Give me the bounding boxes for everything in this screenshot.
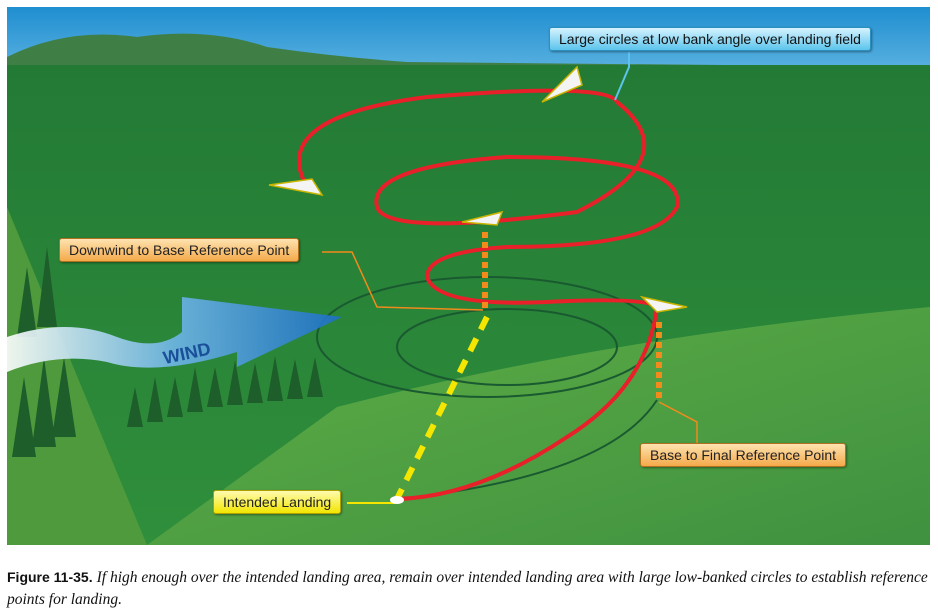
- label-base-to-final: Base to Final Reference Point: [640, 443, 846, 467]
- label-intended-landing: Intended Landing: [213, 490, 342, 514]
- label-large-circles: Large circles at low bank angle over lan…: [549, 27, 871, 51]
- wind-arrow: [7, 297, 342, 372]
- leader-downwind: [322, 251, 484, 311]
- lower-field: [147, 307, 930, 545]
- leader-base: [658, 401, 698, 447]
- figure-caption: Figure 11-35. If high enough over the in…: [7, 566, 937, 611]
- hang-glider-icons: [268, 65, 688, 313]
- ground-track-inner: [396, 308, 618, 386]
- label-downwind-to-base: Downwind to Base Reference Point: [59, 238, 300, 262]
- caption-text: If high enough over the intended landing…: [7, 569, 928, 608]
- final-approach-line: [394, 315, 490, 501]
- leader-large-circles: [614, 52, 630, 101]
- tree-line: [12, 247, 323, 457]
- landing-point: [390, 496, 404, 504]
- caption-number: Figure 11-35.: [7, 569, 93, 585]
